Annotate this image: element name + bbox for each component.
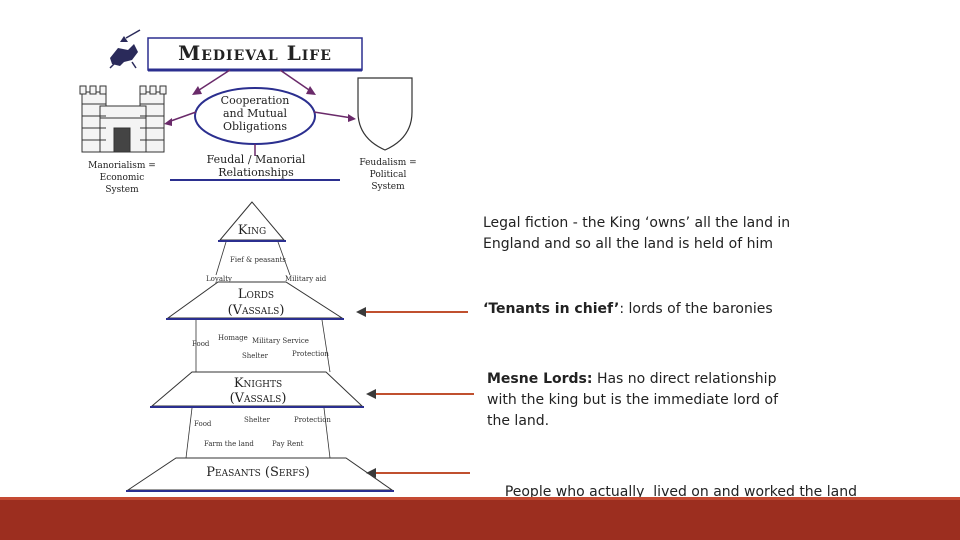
- feudal-caption-1: Feudal / Manorial: [207, 153, 306, 166]
- knights-note-line-2: with the king but is the immediate lord …: [487, 392, 779, 408]
- food-label-2: Food: [194, 420, 212, 428]
- knights-arrow: [376, 393, 474, 395]
- king-label: King: [238, 223, 266, 238]
- shield-icon: [357, 77, 413, 151]
- diagram-title: Medieval Life: [178, 41, 332, 65]
- knights-note-line-3: the land.: [487, 413, 550, 429]
- military-aid-label: Military aid: [285, 275, 327, 283]
- footer-bar: [0, 500, 960, 540]
- footer-accent-line: [0, 497, 960, 500]
- food-label: Food: [192, 340, 210, 348]
- protection-label-2: Protection: [294, 416, 331, 424]
- lords-note-rest: : lords of the baronies: [619, 301, 773, 317]
- peasants-arrowhead: [366, 468, 376, 478]
- knights-label-2: (Vassals): [230, 391, 287, 406]
- lords-arrowhead: [356, 307, 366, 317]
- protection-label: Protection: [292, 350, 329, 358]
- knights-note-line-1: Has no direct relationship: [592, 371, 777, 387]
- castle-icon: [79, 85, 167, 153]
- lords-note: ‘Tenants in chief’: lords of the baronie…: [483, 299, 923, 320]
- farm-the-land-label: Farm the land: [204, 440, 254, 448]
- feudal-caption-2: Relationships: [218, 166, 294, 179]
- shelter-label-2: Shelter: [244, 416, 271, 424]
- oval-line-3: Obligations: [223, 120, 287, 133]
- relationship-arrows: [167, 69, 353, 156]
- oval-line-1: Cooperation: [221, 94, 290, 107]
- king-note: Legal fiction - the King ‘owns’ all the …: [483, 213, 923, 255]
- manorialism-caption-3: System: [105, 185, 139, 195]
- shelter-label: Shelter: [242, 352, 269, 360]
- loyalty-label: Loyalty: [206, 275, 232, 283]
- title-box: [147, 37, 363, 71]
- manorialism-caption-2: Economic: [100, 173, 145, 183]
- king-note-line-2: England and so all the land is held of h…: [483, 236, 773, 252]
- peasants-label: Peasants (Serfs): [206, 465, 309, 480]
- lords-arrow: [366, 311, 468, 313]
- feudalism-caption-3: System: [371, 182, 405, 192]
- knights-note-bold: Mesne Lords:: [487, 371, 593, 387]
- knights-label-1: Knights: [234, 376, 282, 391]
- military-service-label: Military Service: [252, 337, 309, 345]
- lords-note-bold: ‘Tenants in chief’: [483, 301, 620, 317]
- peasants-note: People who actually lived on and worked …: [487, 461, 907, 524]
- fief-label: Fief & peasants: [230, 256, 286, 264]
- lords-label-1: Lords: [238, 287, 274, 302]
- pay-rent-label: Pay Rent: [272, 440, 304, 448]
- knights-note: Mesne Lords: Has no direct relationship …: [487, 369, 817, 432]
- lords-label-2: (Vassals): [228, 303, 285, 318]
- feudalism-caption-1: Feudalism =: [359, 158, 416, 168]
- homage-label: Homage: [218, 334, 248, 342]
- knights-arrowhead: [366, 389, 376, 399]
- oval-line-2: and Mutual: [223, 107, 288, 120]
- peasants-arrow: [376, 472, 470, 474]
- knight-on-horse-icon: [109, 29, 141, 69]
- feudalism-caption-2: Political: [370, 170, 407, 180]
- king-note-line-1: Legal fiction - the King ‘owns’ all the …: [483, 215, 791, 231]
- peasants-note-text: People who actually lived on and worked …: [504, 484, 857, 500]
- medieval-life-diagram: Medieval Life Cooperation and Mutual Obl…: [79, 29, 417, 492]
- manorialism-caption-1: Manorialism =: [88, 161, 156, 171]
